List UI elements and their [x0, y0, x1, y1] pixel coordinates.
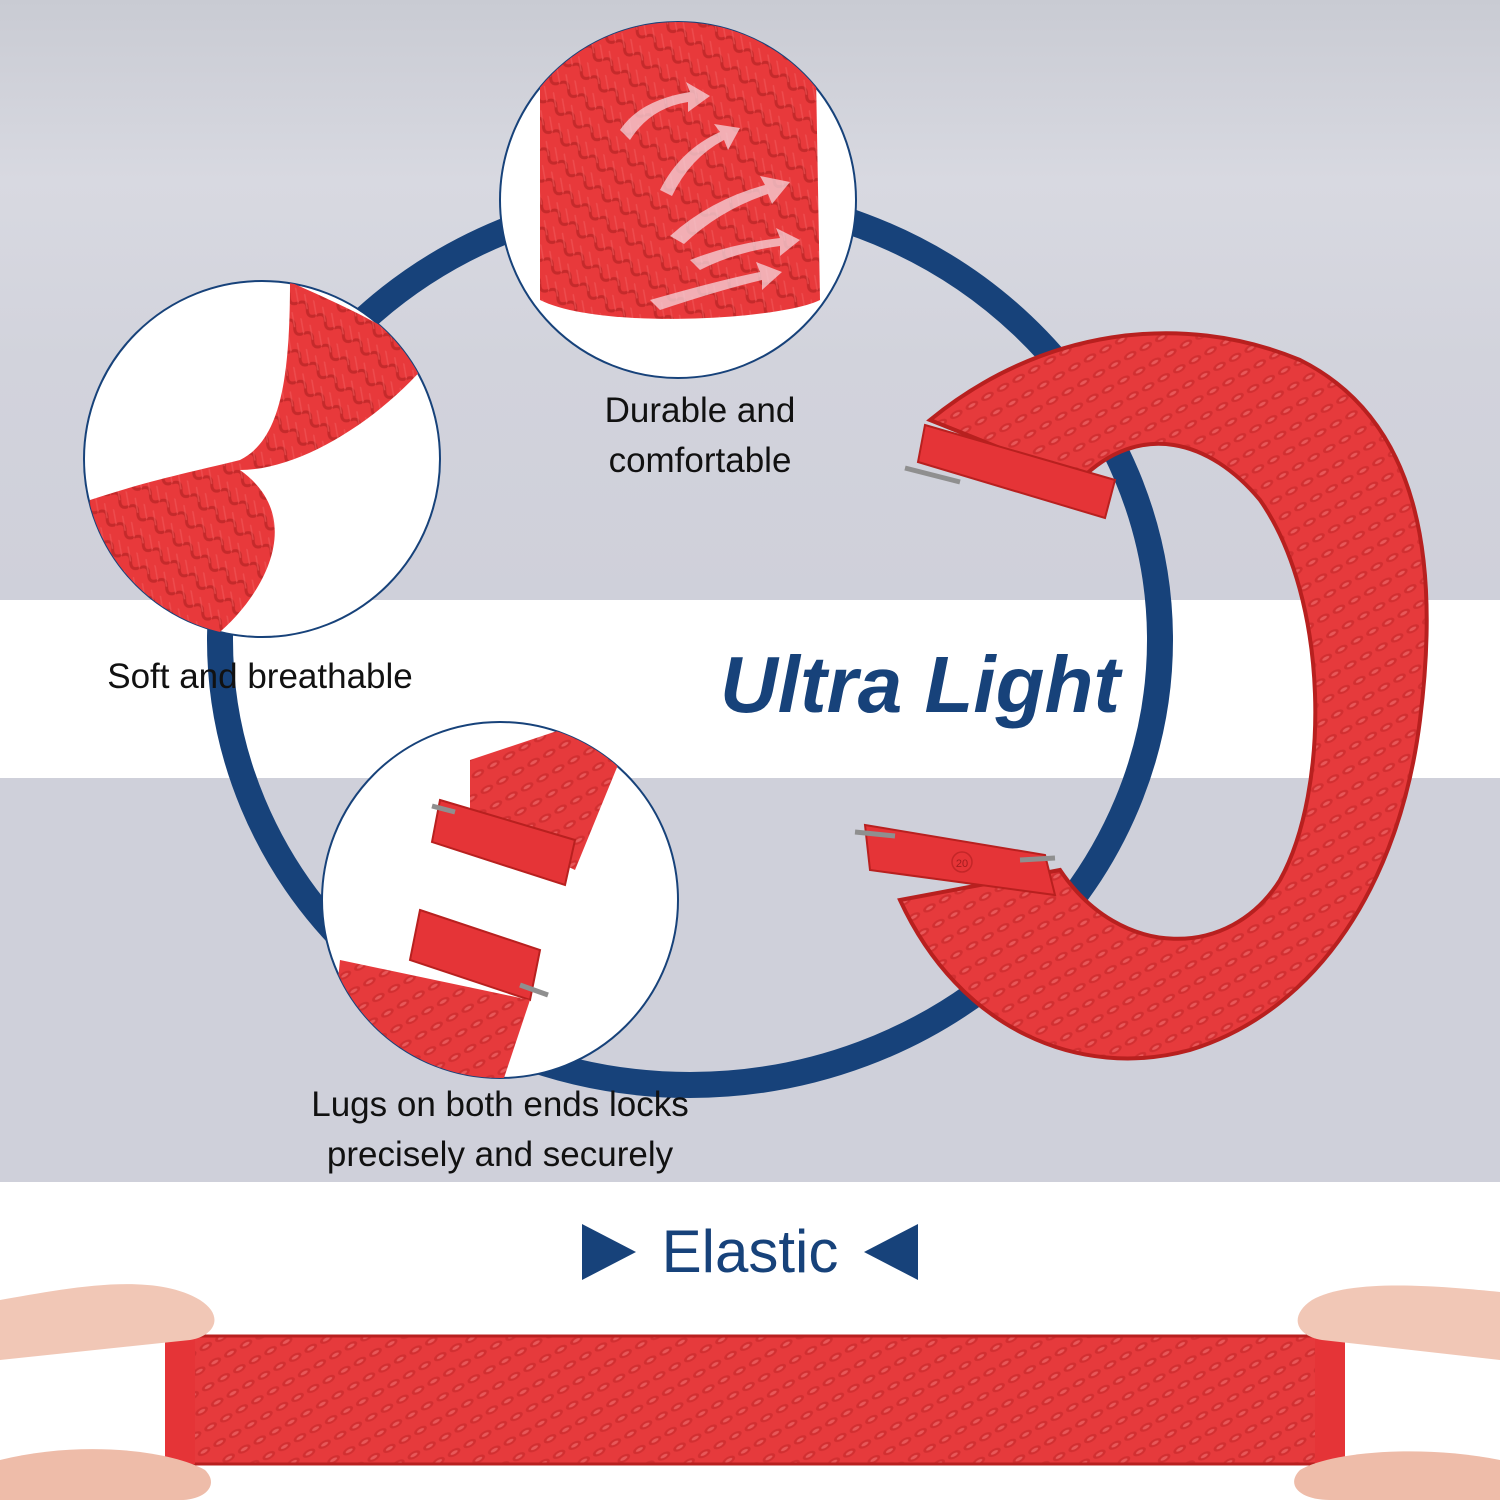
lugs-detail-circle [321, 721, 679, 1079]
durable-caption-line-2: comfortable [608, 441, 792, 480]
right-hand [1294, 1285, 1500, 1500]
durable-caption-line-1: Durable and [604, 391, 796, 430]
svg-text:20: 20 [956, 858, 968, 870]
stretch-arrows-icon [620, 82, 800, 310]
triangle-left-icon [864, 1224, 919, 1280]
elastic-label: Elastic [661, 1218, 839, 1285]
lugs-caption-line-1: Lugs on both ends locks [311, 1085, 689, 1124]
loop-band: 20 [854, 331, 1429, 1061]
durable-detail-circle [499, 21, 857, 379]
lugs-caption-line-2: precisely and securely [326, 1135, 674, 1174]
soft-caption: Soft and breathable [107, 657, 413, 696]
durable-caption: Durable and comfortable [545, 386, 855, 486]
soft-detail-circle [83, 280, 441, 638]
triangle-right-icon [581, 1224, 636, 1280]
stretched-band [165, 1334, 1345, 1466]
headline-ultra-light: Ultra Light [720, 640, 1120, 729]
left-hand [0, 1284, 215, 1500]
elastic-label-group: Elastic [560, 1212, 940, 1292]
lugs-caption: Lugs on both ends locks precisely and se… [240, 1080, 760, 1180]
